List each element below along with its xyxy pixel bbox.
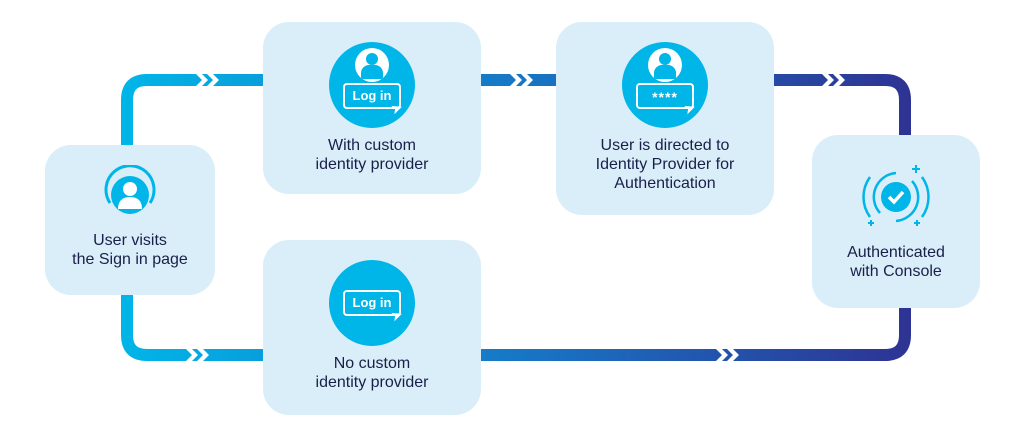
top-path xyxy=(121,74,911,150)
password-field-glyph: **** xyxy=(636,83,694,109)
chevron-icon xyxy=(822,74,845,86)
login-button-glyph: Log in xyxy=(343,83,401,109)
login-button-icon: Log in ➤ xyxy=(329,260,415,346)
chevron-icon xyxy=(186,349,209,361)
cursor-icon: ➤ xyxy=(388,305,405,325)
chevron-icon xyxy=(196,74,219,86)
user-login-icon: Log in ➤ xyxy=(329,42,415,128)
cursor-icon: ➤ xyxy=(681,98,698,118)
user-icon xyxy=(104,165,156,214)
chevron-icon xyxy=(716,349,739,361)
user-password-icon: **** ➤ xyxy=(622,42,708,128)
checkmark-icon xyxy=(862,165,930,226)
cursor-icon: ➤ xyxy=(388,98,405,118)
chevrons xyxy=(186,74,845,361)
chevron-icon xyxy=(510,74,533,86)
login-button-glyph: Log in xyxy=(343,290,401,316)
bottom-path xyxy=(121,290,911,361)
